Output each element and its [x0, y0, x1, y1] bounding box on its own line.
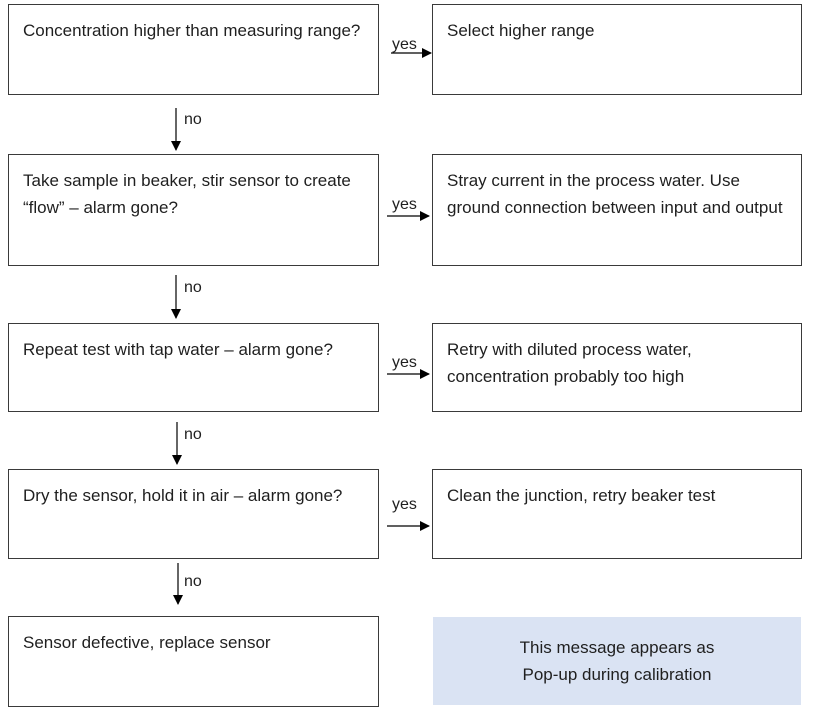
action-box-1: Select higher range: [432, 4, 802, 95]
no-label-4: no: [184, 573, 202, 590]
action-text-1: Select higher range: [447, 21, 595, 40]
action-text-4: Clean the junction, retry beaker test: [447, 486, 716, 505]
no-label-1: no: [184, 111, 202, 128]
question-box-1: Concentration higher than measuring rang…: [8, 4, 379, 95]
question-box-4: Dry the sensor, hold it in air – alarm g…: [8, 469, 379, 559]
action-text-3: Retry with diluted process water, concen…: [447, 340, 692, 386]
action-text-2: Stray current in the process water. Use …: [447, 171, 783, 217]
action-box-3: Retry with diluted process water, concen…: [432, 323, 802, 412]
final-result-box: Sensor defective, replace sensor: [8, 616, 379, 707]
question-text-2: Take sample in beaker, stir sensor to cr…: [23, 171, 351, 217]
yes-label-1: yes: [392, 36, 417, 53]
question-text-1: Concentration higher than measuring rang…: [23, 21, 361, 40]
no-label-3: no: [184, 426, 202, 443]
final-result-text: Sensor defective, replace sensor: [23, 633, 271, 652]
question-text-3: Repeat test with tap water – alarm gone?: [23, 340, 333, 359]
yes-label-4: yes: [392, 496, 417, 513]
question-box-3: Repeat test with tap water – alarm gone?: [8, 323, 379, 412]
note-line-1: This message appears as: [519, 638, 715, 657]
question-box-2: Take sample in beaker, stir sensor to cr…: [8, 154, 379, 266]
action-box-2: Stray current in the process water. Use …: [432, 154, 802, 266]
yes-label-3: yes: [392, 354, 417, 371]
yes-label-2: yes: [392, 196, 417, 213]
action-box-4: Clean the junction, retry beaker test: [432, 469, 802, 559]
no-label-2: no: [184, 279, 202, 296]
question-text-4: Dry the sensor, hold it in air – alarm g…: [23, 486, 343, 505]
calibration-popup-note: This message appears as Pop-up during ca…: [433, 617, 801, 705]
note-line-2: Pop-up during calibration: [522, 665, 712, 684]
